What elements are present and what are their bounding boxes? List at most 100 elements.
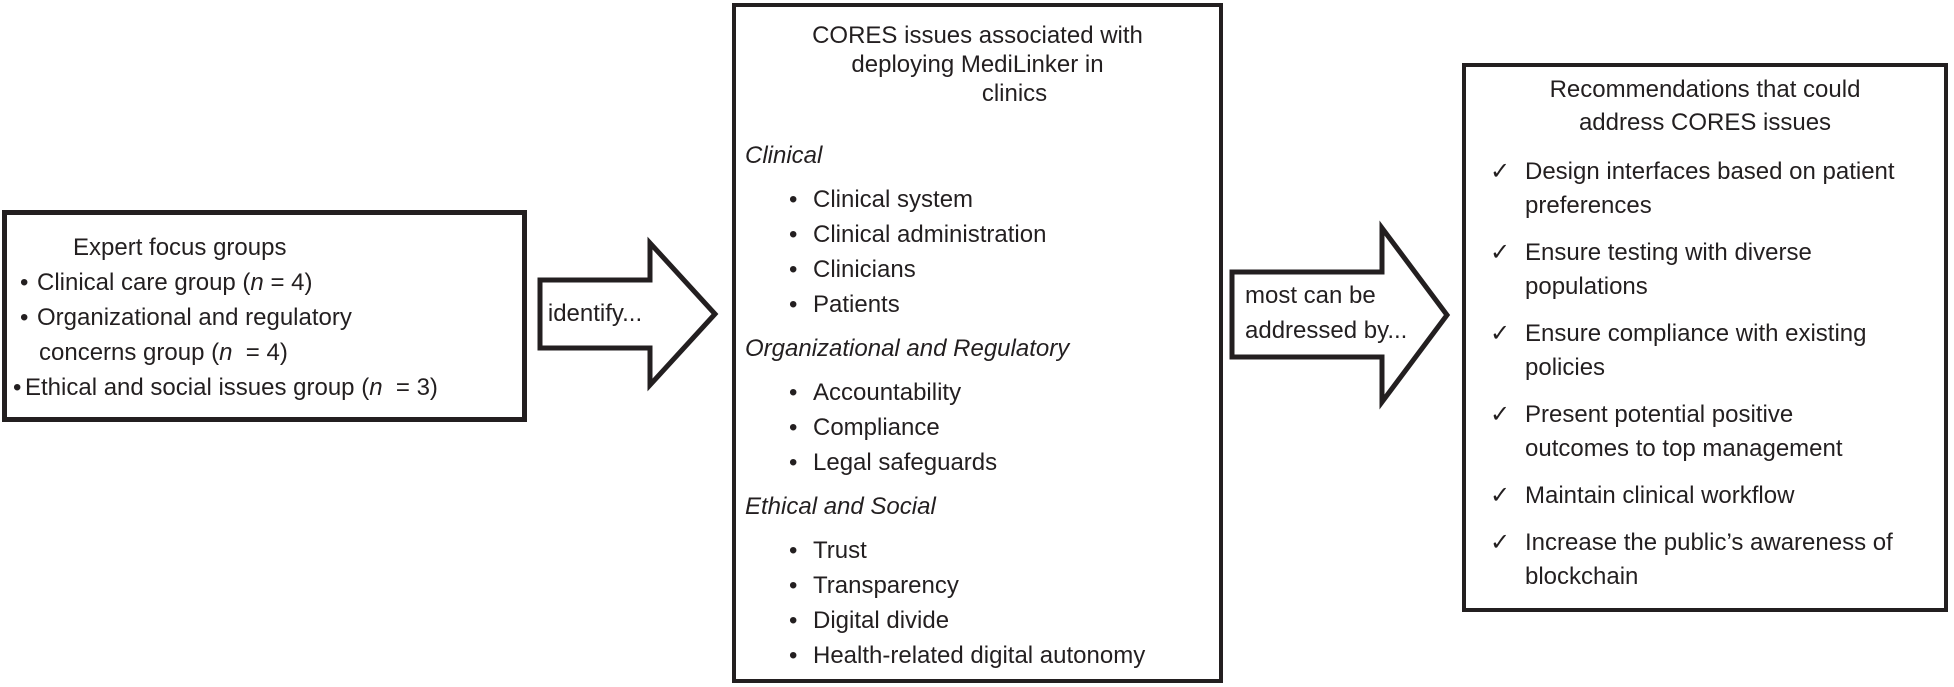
middle-box-title-line1: CORES issues associated with — [812, 22, 1143, 49]
bullet-icon: • — [789, 607, 798, 634]
item-variable-n: n — [219, 339, 233, 366]
bullet-icon: • — [789, 572, 798, 599]
right-box-title: Recommendations that could address CORES… — [1466, 73, 1944, 139]
item-text-suffix: = 4) — [263, 269, 313, 296]
bullet-icon: • — [789, 537, 798, 564]
bullet-icon: • — [789, 256, 798, 283]
recommendation-line: blockchain — [1525, 563, 1639, 590]
list-item: • Legal safeguards — [789, 445, 1219, 480]
identify-arrow-icon — [537, 236, 719, 392]
item-text: Ensure testing with diverse — [1525, 239, 1812, 266]
item-text: Organizational and regulatory — [37, 304, 352, 331]
item-text-prefix: Clinical care group ( — [37, 269, 251, 296]
list-item: • Clinical administration — [789, 217, 1219, 252]
recommendation-line: ✓ Ensure testing with diverse — [1490, 236, 1944, 270]
checkmark-icon: ✓ — [1490, 158, 1511, 185]
recommendation-line: preferences — [1525, 192, 1652, 219]
cores-issues-box: CORES issues associated with deploying M… — [732, 3, 1223, 683]
addressed-by-arrow-label-line1: most can be — [1245, 282, 1376, 309]
addressed-by-arrow-icon — [1229, 220, 1451, 410]
item-text: Health-related digital autonomy — [813, 642, 1146, 669]
recommendation-item: ✓ Design interfaces based on patient pref… — [1466, 155, 1944, 223]
recommendation-line: ✓ Design interfaces based on patient — [1490, 155, 1944, 189]
recommendation-item: ✓ Ensure compliance with existing policie… — [1466, 317, 1944, 385]
bullet-icon: • — [789, 221, 798, 248]
list-item: • Health-related digital autonomy — [789, 638, 1219, 673]
left-box-item-org-reg-line2: concerns group (n = 4) — [7, 335, 522, 370]
item-text-suffix: = 3) — [382, 374, 438, 401]
recommendation-line: outcomes to top management — [1525, 435, 1843, 462]
left-box-item-org-reg-line1: • Organizational and regulatory — [7, 300, 522, 335]
ethical-social-issues-list: • Trust • Transparency • Digital divide • He… — [736, 533, 1219, 673]
recommendation-item: ✓ Maintain clinical workflow — [1466, 479, 1944, 513]
item-text: Increase the public’s awareness of — [1525, 529, 1893, 556]
item-text: Legal safeguards — [813, 449, 998, 476]
identify-arrow-label: identify... — [547, 300, 643, 327]
item-text: Trust — [813, 537, 867, 564]
item-text-suffix: = 4) — [232, 339, 288, 366]
list-item: • Clinicians — [789, 252, 1219, 287]
list-item: • Trust — [789, 533, 1219, 568]
section-heading-organizational-regulatory: Organizational and Regulatory — [745, 335, 1070, 362]
list-item: • Compliance — [789, 410, 1219, 445]
recommendation-line: ✓ Ensure compliance with existing — [1490, 317, 1944, 351]
checkmark-icon: ✓ — [1490, 529, 1511, 556]
recommendation-item: ✓ Increase the public’s awareness of bloc… — [1466, 526, 1944, 594]
checkmark-icon: ✓ — [1490, 482, 1511, 509]
bullet-icon: • — [789, 186, 798, 213]
bullet-icon: • — [789, 642, 798, 669]
item-text: Present potential positive — [1525, 401, 1794, 428]
clinical-issues-list: • Clinical system • Clinical administratio… — [736, 182, 1219, 322]
middle-box-title-line2: deploying MediLinker in — [851, 51, 1104, 78]
recommendation-item: ✓ Ensure testing with diverse populations — [1466, 236, 1944, 304]
checkmark-icon: ✓ — [1490, 320, 1511, 347]
bullet-icon: • — [789, 291, 798, 318]
item-variable-n: n — [369, 374, 383, 401]
item-text: Compliance — [813, 414, 940, 441]
item-text: Digital divide — [813, 607, 950, 634]
right-box-title-line2: address CORES issues — [1578, 109, 1832, 136]
bullet-icon: • — [789, 449, 798, 476]
item-text: Accountability — [813, 379, 962, 406]
recommendations-list: ✓ Design interfaces based on patient pref… — [1466, 155, 1944, 594]
recommendation-line: ✓ Maintain clinical workflow — [1490, 479, 1944, 513]
list-item: •Patients — [789, 287, 1219, 322]
section-heading-ethical-social: Ethical and Social — [745, 493, 936, 520]
item-text: Transparency — [813, 572, 959, 599]
item-text: Maintain clinical workflow — [1525, 482, 1795, 509]
section-heading-clinical: Clinical — [745, 142, 823, 169]
recommendations-box: Recommendations that could address CORES… — [1462, 63, 1948, 612]
left-box-item-ethical-social: •Ethical and social issues group (n = 3) — [7, 370, 522, 405]
item-text: Design interfaces based on patient — [1525, 158, 1895, 185]
checkmark-icon: ✓ — [1490, 401, 1511, 428]
bullet-icon: • — [20, 304, 29, 331]
bullet-icon: • — [13, 374, 22, 401]
list-item: • Accountability — [789, 375, 1219, 410]
bullet-icon: • — [789, 379, 798, 406]
item-text-prefix: Ethical and social issues group ( — [25, 374, 370, 401]
left-box-item-clinical-care: •Clinical care group (n = 4) — [7, 265, 522, 300]
middle-box-title: CORES issues associated with deploying M… — [736, 21, 1219, 108]
bullet-icon: • — [789, 414, 798, 441]
list-item: • Clinical system — [789, 182, 1219, 217]
recommendation-line: ✓ Increase the public’s awareness of — [1490, 526, 1944, 560]
right-box-title-line1: Recommendations that could — [1549, 76, 1861, 103]
item-text: Clinical administration — [813, 221, 1047, 248]
item-text: Clinicians — [813, 256, 916, 283]
organizational-regulatory-issues-list: • Accountability • Compliance • Legal safeg… — [736, 375, 1219, 480]
recommendation-line: ✓ Present potential positive — [1490, 398, 1944, 432]
item-text: Clinical system — [813, 186, 974, 213]
recommendation-line: policies — [1525, 354, 1606, 381]
list-item: • Digital divide — [789, 603, 1219, 638]
list-item: • Transparency — [789, 568, 1219, 603]
item-text: Ensure compliance with existing — [1525, 320, 1867, 347]
checkmark-icon: ✓ — [1490, 239, 1511, 266]
middle-box-title-line3: clinics — [981, 80, 1048, 107]
addressed-by-arrow-label: most can be addressed by... — [1245, 278, 1407, 348]
expert-focus-groups-box: Expert focus groups •Clinical care group… — [2, 210, 527, 422]
left-box-title: Expert focus groups — [73, 234, 287, 261]
recommendation-line: populations — [1525, 273, 1648, 300]
item-text-prefix: concerns group ( — [39, 339, 220, 366]
item-variable-n: n — [250, 269, 264, 296]
